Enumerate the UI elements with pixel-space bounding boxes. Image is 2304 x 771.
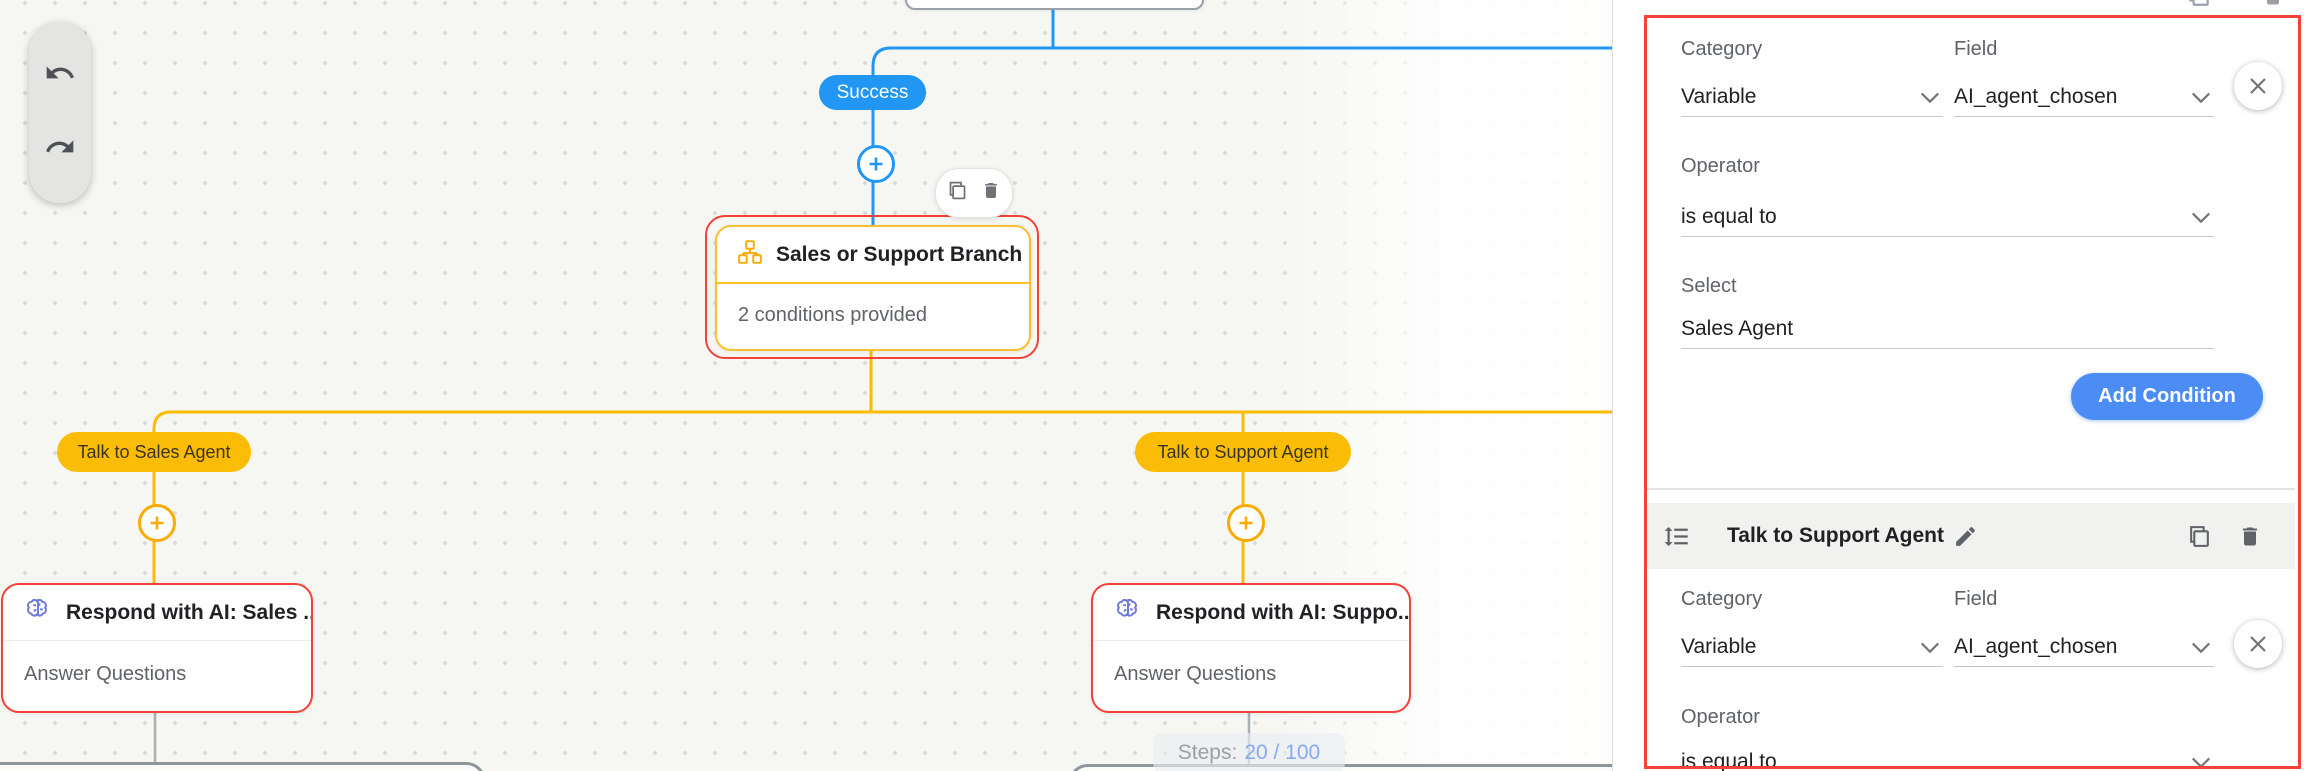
select-label: Select bbox=[1681, 275, 1737, 297]
respond-sales-title: Respond with AI: Sales ... bbox=[66, 600, 311, 624]
success-branch-badge: Success bbox=[819, 75, 926, 110]
category-value: Variable bbox=[1681, 85, 1757, 108]
remove-condition-button[interactable] bbox=[2234, 620, 2282, 668]
copy-icon[interactable] bbox=[947, 180, 968, 206]
respond-sales-header: Respond with AI: Sales ... bbox=[3, 585, 311, 641]
edit-pencil-icon[interactable] bbox=[1953, 524, 1978, 554]
step-config-panel: Category Variable Field AI_agent_chosen … bbox=[1612, 0, 2304, 771]
plus-icon bbox=[150, 516, 164, 530]
steps-counter: Steps: 20 / 100 bbox=[1153, 733, 1345, 771]
copy-icon[interactable] bbox=[2186, 0, 2212, 13]
select-value-input[interactable]: Sales Agent bbox=[1681, 305, 2214, 349]
respond-support-subtitle: Answer Questions bbox=[1114, 662, 1277, 685]
trash-icon[interactable] bbox=[2238, 524, 2262, 554]
connector-lines bbox=[152, 6, 1612, 766]
category-label: Category bbox=[1681, 38, 1763, 60]
field-value: AI_agent_chosen bbox=[1954, 85, 2118, 108]
support-badge-label: Talk to Support Agent bbox=[1157, 441, 1329, 462]
success-badge-label: Success bbox=[836, 81, 909, 103]
add-condition-button[interactable]: Add Condition bbox=[2071, 373, 2263, 420]
operator-label: Operator bbox=[1681, 706, 1760, 728]
remove-condition-button[interactable] bbox=[2234, 62, 2282, 110]
step-header-bar bbox=[1647, 503, 2295, 569]
add-step-button-support[interactable] bbox=[1227, 504, 1265, 542]
chevron-down-icon bbox=[1919, 91, 1941, 110]
section-divider bbox=[1647, 488, 2295, 490]
plus-icon bbox=[1239, 516, 1253, 530]
trash-icon[interactable] bbox=[981, 180, 1001, 206]
redo-icon[interactable] bbox=[44, 131, 76, 168]
category-select[interactable]: Variable bbox=[1681, 627, 1943, 667]
partial-node-above[interactable] bbox=[905, 0, 1204, 10]
operator-value: is equal to bbox=[1681, 750, 1777, 771]
node-action-toolbar bbox=[935, 168, 1013, 218]
operator-select[interactable]: is equal to bbox=[1681, 196, 2214, 237]
chevron-down-icon bbox=[2190, 641, 2212, 660]
trash-icon[interactable] bbox=[2261, 0, 2285, 13]
brain-icon bbox=[23, 595, 53, 631]
copy-icon[interactable] bbox=[2187, 524, 2212, 554]
respond-ai-support-node[interactable]: Respond with AI: Suppo... Answer Questio… bbox=[1091, 583, 1411, 713]
steps-label: Steps: bbox=[1177, 741, 1238, 764]
branch-node-subtitle: 2 conditions provided bbox=[738, 303, 928, 326]
chevron-down-icon bbox=[2190, 211, 2212, 230]
respond-support-title: Respond with AI: Suppo... bbox=[1156, 600, 1409, 624]
operator-select[interactable]: is equal to bbox=[1681, 748, 2214, 771]
branch-node-title: Sales or Support Branch bbox=[776, 242, 1023, 266]
plus-icon bbox=[869, 157, 883, 171]
flow-canvas[interactable]: Success bbox=[0, 0, 1612, 771]
undo-redo-toolbar bbox=[29, 22, 91, 203]
add-step-button-sales[interactable] bbox=[138, 504, 176, 542]
branch-path-badge-sales[interactable]: Talk to Sales Agent bbox=[57, 432, 251, 472]
operator-value: is equal to bbox=[1681, 205, 1777, 228]
select-value: Sales Agent bbox=[1681, 317, 1794, 340]
reorder-icon[interactable] bbox=[1663, 523, 1690, 555]
undo-icon[interactable] bbox=[44, 57, 76, 94]
close-icon bbox=[2250, 78, 2266, 94]
respond-ai-sales-node[interactable]: Respond with AI: Sales ... Answer Questi… bbox=[1, 583, 313, 713]
branch-node-header: Sales or Support Branch bbox=[717, 227, 1029, 284]
steps-value: 20 / 100 bbox=[1244, 741, 1321, 764]
field-select[interactable]: AI_agent_chosen bbox=[1954, 627, 2214, 667]
partial-node-below-sales[interactable] bbox=[0, 762, 486, 771]
category-select[interactable]: Variable bbox=[1681, 78, 1943, 117]
branch-path-badge-support[interactable]: Talk to Support Agent bbox=[1135, 432, 1351, 472]
category-label: Category bbox=[1681, 588, 1763, 610]
field-value: AI_agent_chosen bbox=[1954, 635, 2118, 658]
branch-step-node[interactable]: Sales or Support Branch 2 conditions pro… bbox=[715, 225, 1031, 351]
step-header-title: Talk to Support Agent bbox=[1727, 524, 1944, 547]
add-step-button-success[interactable] bbox=[857, 145, 895, 183]
chevron-down-icon bbox=[1919, 641, 1941, 660]
category-value: Variable bbox=[1681, 635, 1757, 658]
close-icon bbox=[2250, 636, 2266, 652]
respond-sales-subtitle: Answer Questions bbox=[24, 662, 187, 685]
sales-badge-label: Talk to Sales Agent bbox=[77, 441, 231, 462]
field-label: Field bbox=[1954, 38, 1998, 60]
chevron-down-icon bbox=[2190, 756, 2212, 771]
chevron-down-icon bbox=[2190, 91, 2212, 110]
branch-icon bbox=[737, 239, 763, 271]
field-select[interactable]: AI_agent_chosen bbox=[1954, 78, 2214, 117]
brain-icon bbox=[1113, 595, 1143, 631]
operator-label: Operator bbox=[1681, 155, 1760, 177]
field-label: Field bbox=[1954, 588, 1998, 610]
respond-support-header: Respond with AI: Suppo... bbox=[1093, 585, 1409, 641]
